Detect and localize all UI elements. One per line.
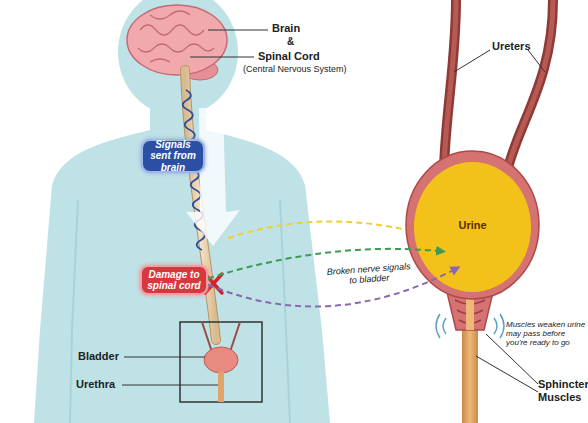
node-text: Signals sent from brain — [146, 139, 200, 174]
part-label: Bladder — [78, 350, 128, 363]
leader-line — [208, 30, 268, 31]
ureter — [508, 0, 553, 168]
small-bladder — [204, 347, 238, 373]
part-label: Sphincter Muscles — [538, 378, 588, 403]
weak-muscle-wave — [436, 314, 446, 338]
ureter — [444, 0, 456, 168]
brain-fold — [150, 11, 190, 19]
ureter — [508, 0, 553, 168]
leader-line — [476, 356, 538, 392]
node-text: Damage to spinal cord — [145, 269, 203, 291]
leader-line — [190, 57, 254, 58]
head — [118, 0, 238, 116]
part-label: Brain — [272, 22, 332, 35]
brain-fold — [150, 59, 170, 62]
small-urethra — [218, 372, 224, 402]
brain — [127, 5, 227, 80]
small-ureter — [202, 322, 212, 352]
part-label: Urethra — [76, 378, 126, 391]
node-text: Urine — [458, 219, 486, 231]
arm-outline — [280, 200, 290, 423]
leader-line — [454, 50, 490, 72]
brain-fold — [140, 25, 204, 35]
brain-fold — [138, 44, 214, 52]
urethra — [462, 318, 478, 423]
torso — [34, 100, 330, 423]
small-ureter — [230, 322, 240, 352]
inset-frame — [180, 322, 262, 402]
urine-fill — [414, 162, 531, 292]
leader-line — [124, 357, 205, 358]
signal-box: Signals sent from brain — [141, 139, 205, 173]
cerebrum — [127, 5, 227, 75]
part-label: (Central Nervous System) — [243, 64, 383, 74]
urethra-inner — [466, 296, 474, 330]
part-label: Ureters — [492, 40, 552, 53]
signal-path — [228, 222, 436, 239]
note-text: Muscles weaken urine may pass before you… — [506, 320, 588, 348]
body-silhouette — [34, 0, 330, 423]
edge-label: Broken nerve signals to bladder — [325, 261, 412, 288]
leader-line — [528, 50, 545, 72]
leader-line — [122, 385, 218, 386]
weak-muscle-wave — [494, 314, 504, 338]
ureter — [444, 0, 456, 168]
bladder-shape: Urine — [405, 150, 540, 300]
damage-box: Damage to spinal cord — [140, 265, 208, 295]
signal-arrow — [186, 108, 240, 246]
bladder-wall — [406, 151, 539, 299]
part-label: & — [287, 36, 307, 48]
bladder-inset — [122, 322, 262, 402]
part-label: Spinal Cord — [258, 50, 348, 63]
